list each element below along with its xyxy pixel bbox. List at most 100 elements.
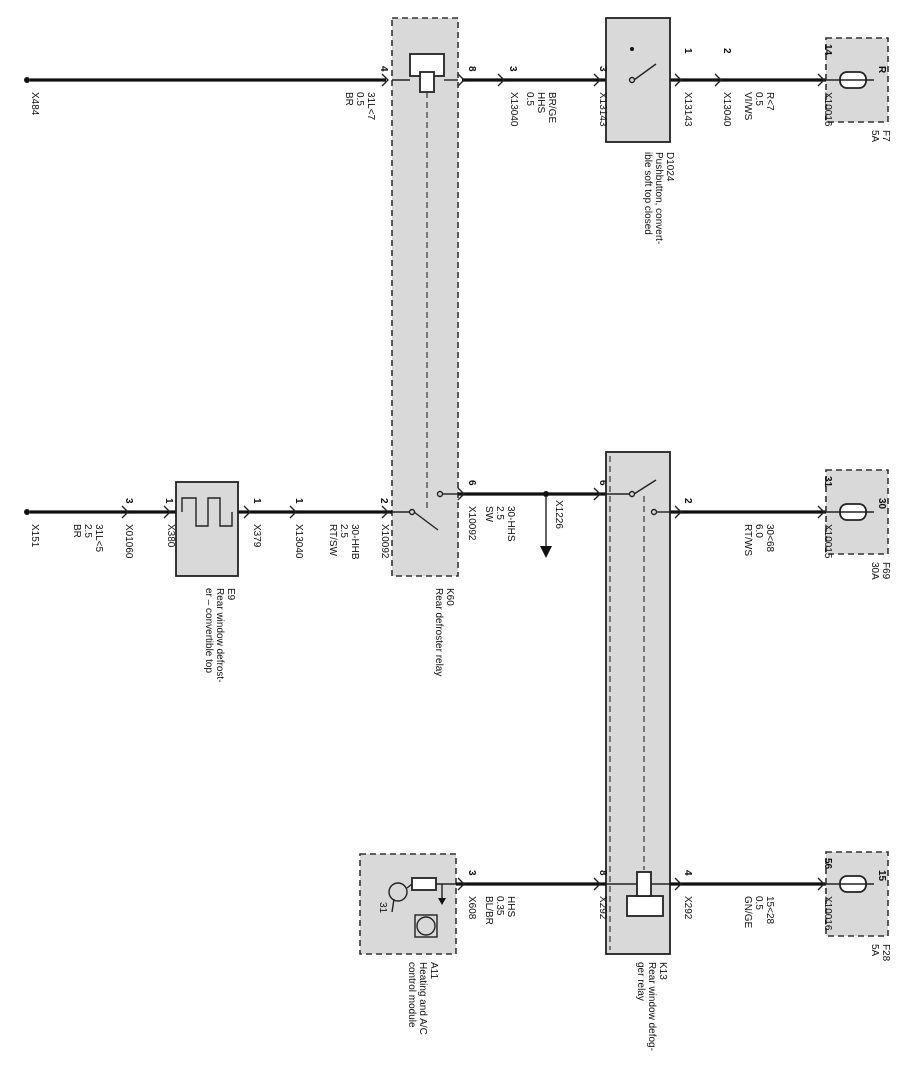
wire-gauge-31l5: 2.5 bbox=[82, 524, 93, 538]
hhb-circuit: 30-HHB bbox=[349, 524, 360, 560]
d1024-pin-3: 3 bbox=[597, 66, 608, 72]
hhs-pin-3: 3 bbox=[507, 66, 518, 72]
ground-x151-terminal bbox=[24, 509, 30, 515]
k60-pin-8: 8 bbox=[466, 66, 477, 72]
k60-pin-4: 4 bbox=[378, 66, 389, 72]
r7-circuit: R<7 bbox=[764, 92, 775, 111]
control-color: BL/BR bbox=[483, 896, 494, 925]
connector-marks-lower bbox=[457, 877, 825, 891]
k13-id: K13 bbox=[657, 962, 668, 980]
lower-circuit: 31 A11 Heating and A/C control module 3 … bbox=[359, 851, 891, 1035]
supply-gauge: 0.5 bbox=[753, 896, 764, 910]
f7-pin-14: 14 bbox=[822, 44, 833, 56]
supply-circuit: 15<28 bbox=[764, 896, 775, 925]
wire-circuit-31l5: 31L<5 bbox=[93, 524, 104, 553]
hhb-connector-x13040: X13040 bbox=[293, 524, 304, 559]
f7-connector: X10016 bbox=[822, 92, 833, 127]
wire-color-31l5: BR bbox=[71, 524, 82, 538]
power-gauge: 6.0 bbox=[753, 524, 764, 538]
k60-connector-in: X10092 bbox=[379, 524, 390, 559]
r7-color: VI/WS bbox=[742, 92, 753, 121]
e9-heating-element bbox=[181, 497, 233, 527]
hhs-feed-color: SW bbox=[483, 506, 494, 523]
k60-rear-defroster-relay: K60 Rear defroster relay bbox=[391, 17, 459, 676]
connector-marks-middle bbox=[121, 487, 825, 519]
hhb-pin-1: 1 bbox=[293, 498, 304, 504]
ground-x484-terminal bbox=[24, 77, 30, 83]
e9-name-line1: Rear window defrost- bbox=[214, 588, 225, 682]
ground-x484-label: X484 bbox=[29, 92, 40, 116]
k60-pin-6: 6 bbox=[466, 480, 477, 486]
k13-pin-6: 6 bbox=[597, 480, 608, 486]
k60-relay-box bbox=[391, 17, 459, 577]
wire-circuit-31l7: 31L<7 bbox=[365, 92, 376, 121]
hhs-connector-x13040: X13040 bbox=[508, 92, 519, 127]
r7-connector-x13040: X13040 bbox=[721, 92, 732, 127]
f69-pin-31: 31 bbox=[822, 476, 833, 488]
d1024-connector-left: X13143 bbox=[597, 92, 608, 127]
k13-pin-4: 4 bbox=[682, 870, 693, 876]
k13-name-line1: Rear window defog- bbox=[646, 962, 657, 1051]
e9-connector-x379: X379 bbox=[251, 524, 262, 548]
a11-transistor-base bbox=[406, 883, 413, 889]
e9-pin-right: 1 bbox=[251, 498, 262, 504]
k60-connector-out: X10092 bbox=[466, 506, 477, 541]
hhb-gauge: 2.5 bbox=[338, 524, 349, 538]
r7-pin-2: 2 bbox=[721, 48, 732, 54]
d1024-indicator-dot bbox=[630, 47, 634, 51]
hhs-color-visible: BR/GE bbox=[546, 92, 557, 123]
f69-rating: 30A bbox=[869, 562, 880, 580]
f28-rating: 5A bbox=[869, 944, 880, 957]
d1024-name-line2: ible soft top closed bbox=[642, 152, 653, 235]
k13-relay-box bbox=[605, 451, 671, 955]
f69-id: F69 bbox=[880, 562, 891, 580]
f28-id: F28 bbox=[880, 944, 891, 962]
control-gauge: 0.35 bbox=[494, 896, 505, 916]
d1024-connector-right: X13143 bbox=[682, 92, 693, 127]
e9-connector-x380: X380 bbox=[165, 524, 176, 548]
f7-terminal: R bbox=[876, 66, 887, 74]
f28-pin-56: 56 bbox=[822, 858, 833, 870]
a11-fan-icon bbox=[416, 916, 436, 936]
control-circuit: HHS bbox=[505, 896, 516, 917]
f69-terminal: 30 bbox=[876, 498, 887, 510]
hhs-circuit: HHS bbox=[535, 92, 546, 113]
upper-circuit: X484 31L<7 0.5 BR 4 8 3 X13040 HHS 0.5 B… bbox=[24, 17, 891, 244]
k60-coil-inner bbox=[419, 71, 435, 93]
a11-transistor-icon bbox=[388, 882, 408, 902]
f28-connector: X10016 bbox=[822, 896, 833, 931]
k60-switch-blade bbox=[413, 511, 439, 531]
x1226-label: X1226 bbox=[553, 500, 564, 529]
d1024-name-line1: Pushbutton, convert- bbox=[653, 152, 664, 244]
a11-ground-arrow-icon bbox=[438, 898, 446, 905]
k60-id: K60 bbox=[444, 588, 455, 606]
k60-pin-2: 2 bbox=[378, 498, 389, 504]
hhs-feed-circuit: 30-HHS bbox=[505, 506, 516, 542]
a11-fan-frame bbox=[414, 914, 438, 938]
a11-module-box bbox=[359, 853, 457, 955]
k13-name-line2: ger relay bbox=[635, 962, 646, 1001]
power-color: RT/WS bbox=[742, 524, 753, 556]
d1024-id: D1024 bbox=[664, 152, 675, 182]
x1226-arrow-icon bbox=[540, 546, 552, 558]
hhs-feed-gauge: 2.5 bbox=[494, 506, 505, 520]
a11-name-line1: Heating and A/C bbox=[417, 962, 428, 1035]
x1226-splice-dot bbox=[543, 491, 549, 497]
k60-name: Rear defroster relay bbox=[433, 588, 444, 676]
x01060-label: X01060 bbox=[123, 524, 134, 559]
f69-connector: X10015 bbox=[822, 524, 833, 559]
e9-id: E9 bbox=[225, 588, 236, 601]
f28-fuse-box bbox=[825, 851, 889, 937]
e9-defroster-box bbox=[175, 481, 239, 577]
a11-resistor bbox=[411, 877, 437, 891]
a11-terminal-31: 31 bbox=[377, 902, 388, 914]
d1024-pushbutton-box bbox=[605, 17, 671, 143]
connector-marks-upper bbox=[381, 73, 825, 87]
k13-connector-in: X292 bbox=[597, 896, 608, 920]
x01060-pin-3: 3 bbox=[123, 498, 134, 504]
supply-color: GN/GE bbox=[742, 896, 753, 929]
k13-connector-out: X292 bbox=[682, 896, 693, 920]
f7-id: F7 bbox=[880, 130, 891, 142]
a11-id: A11 bbox=[428, 962, 439, 979]
